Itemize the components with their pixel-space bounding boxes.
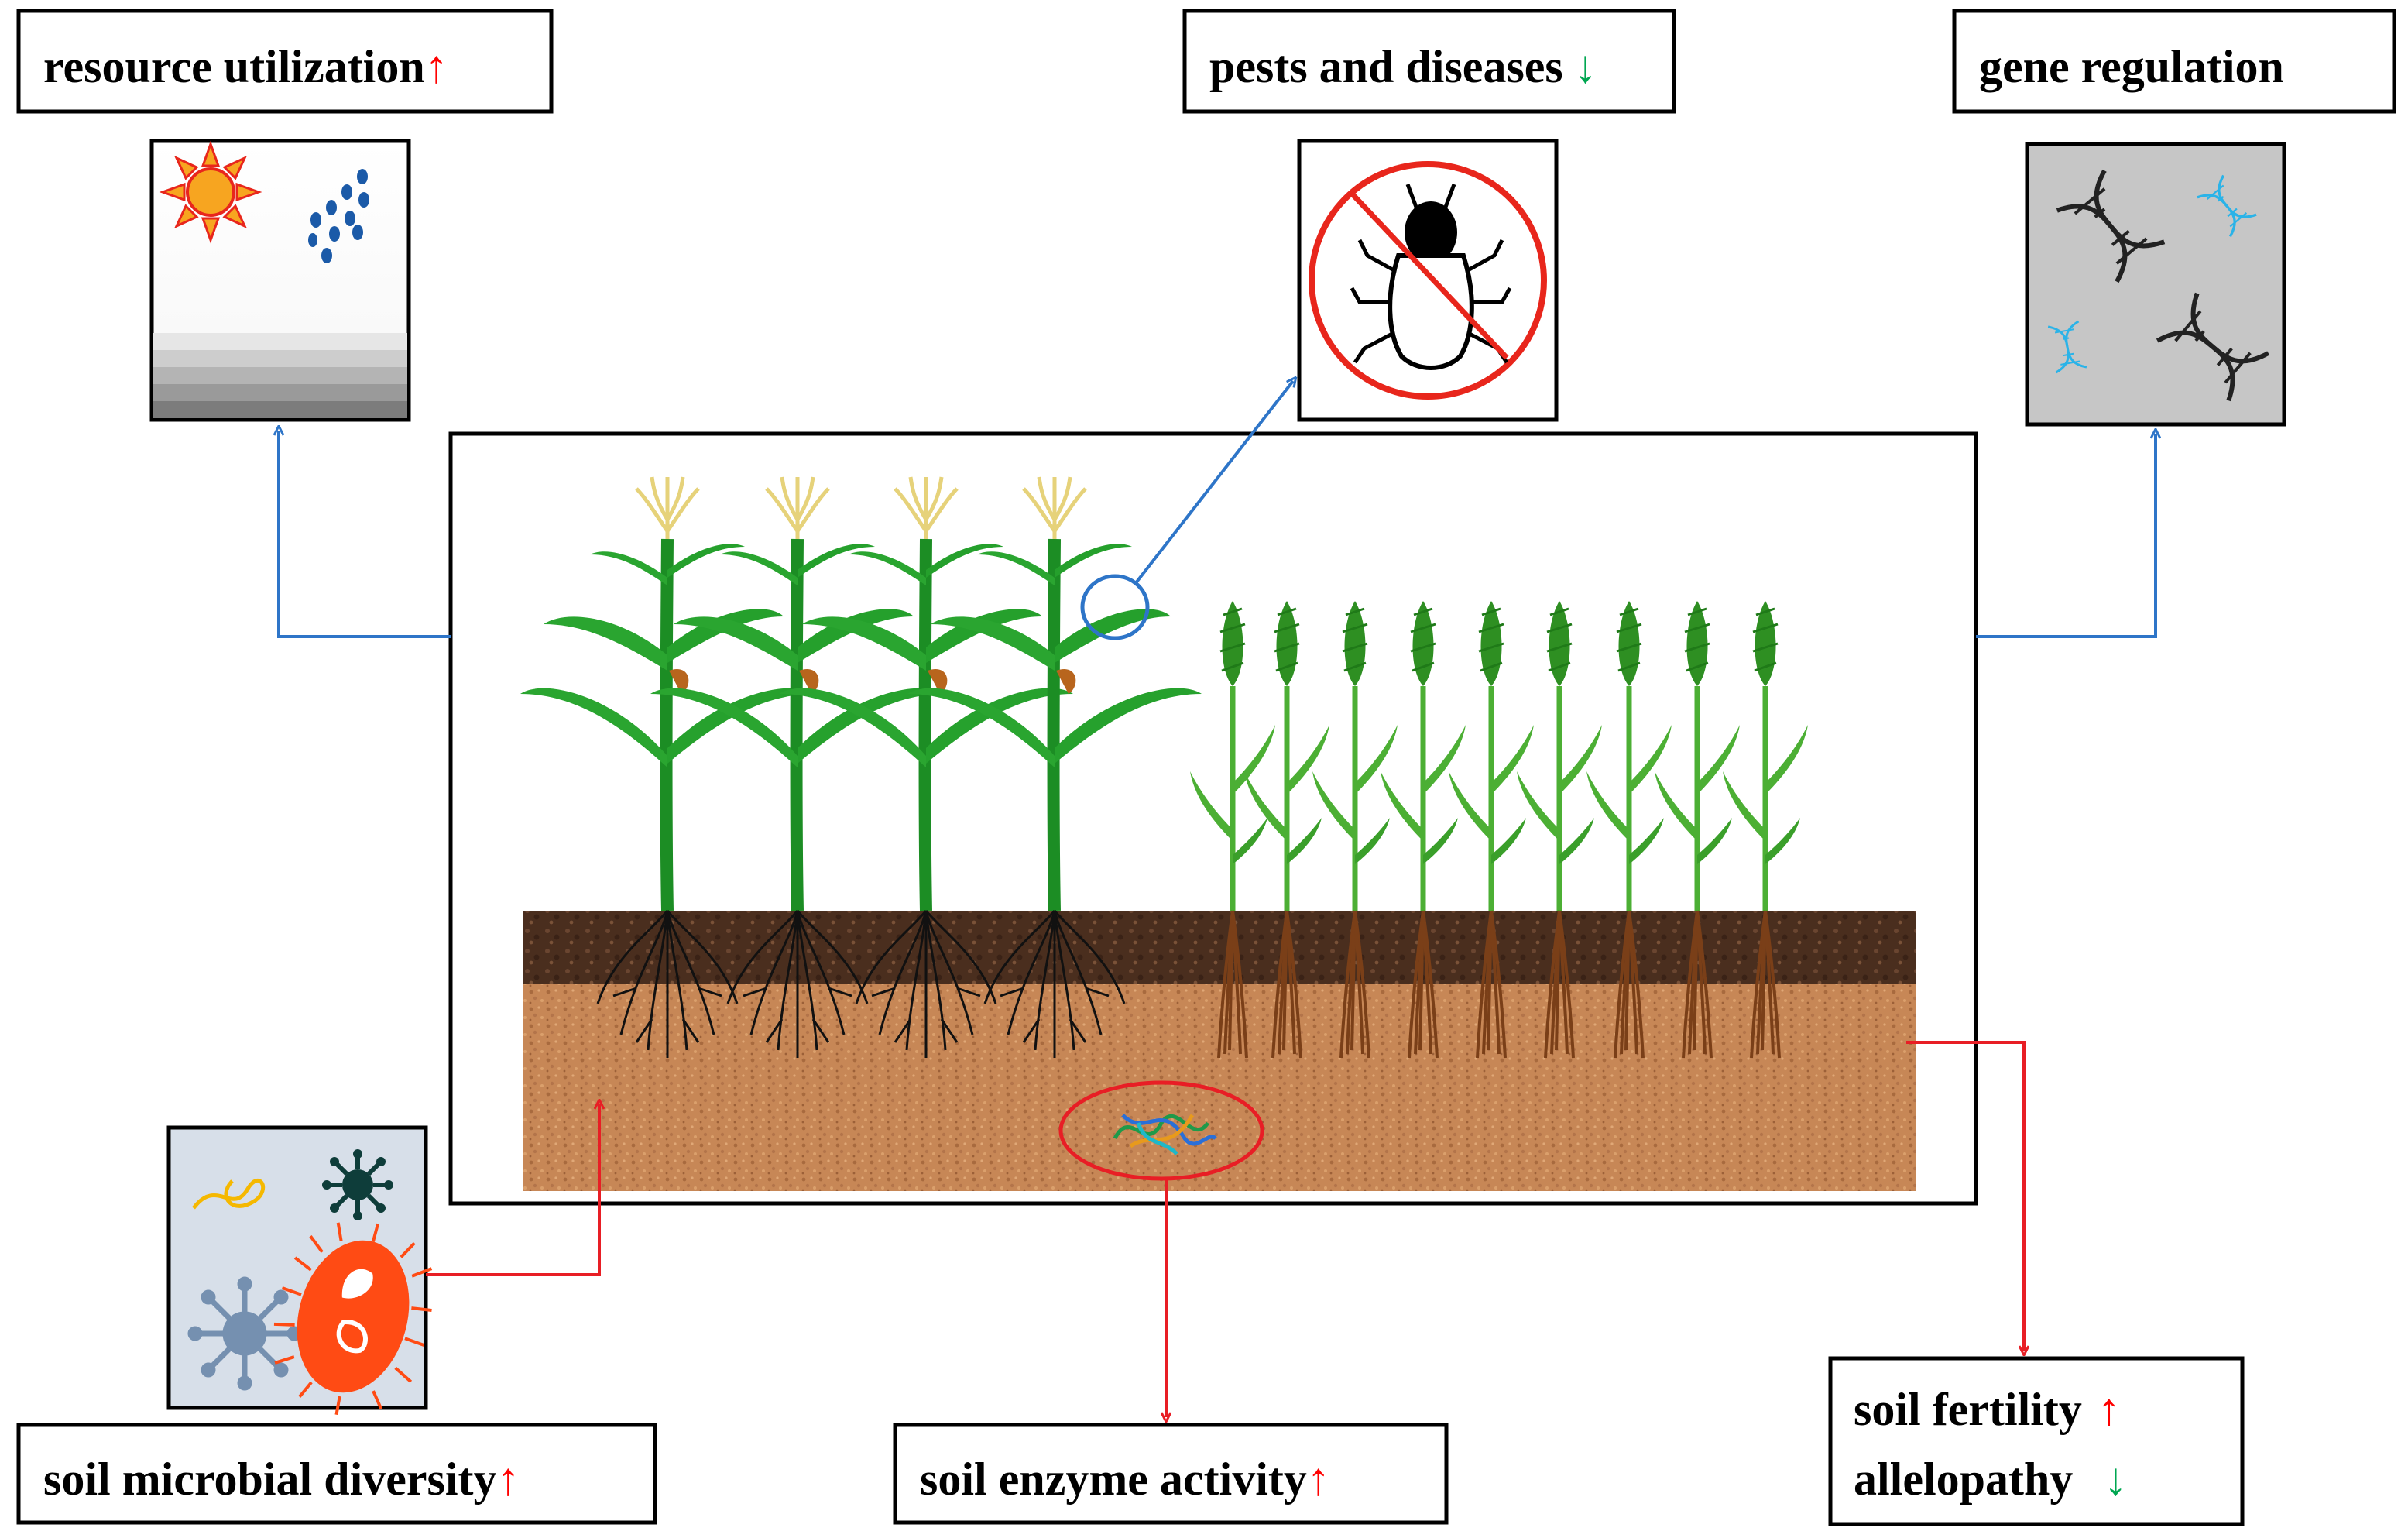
phage-icon [187,1276,302,1391]
bacterium-icon [273,1222,433,1416]
sun-icon [159,140,262,244]
pests-and-diseases-text: pests and diseases↓ [1209,41,1597,92]
soil-fertility-text: soil fertility↑ [1854,1384,2121,1435]
connector-microbial [426,1104,599,1276]
no-insect-icon [1309,161,1547,400]
pest-panel [1297,139,1559,422]
connectors [279,381,2156,1417]
label-soil-microbial-diversity: soil microbial diversity↑ [16,1423,657,1525]
trend-up-arrow: ↑ [497,1454,520,1505]
label-soil-fertility-allelopathy: soil fertility↑ allelopathy↓ [1828,1356,2245,1526]
label-soil-enzyme-activity: soil enzyme activity↑ [893,1423,1449,1525]
connector-fertility [1906,1041,2024,1351]
resource-panel [149,139,411,422]
label-resource-utilization: resource utilization↑ [16,9,554,114]
enzyme-highlight [1058,1080,1264,1181]
trend-down-arrow: ↓ [1574,41,1597,92]
connector-resource [279,431,451,638]
connector-pests [1134,381,1293,585]
soil-enzyme-activity-text: soil enzyme activity↑ [920,1454,1330,1505]
gene-panel [2025,142,2286,427]
intercropping-field [448,431,1978,1206]
virus-icon [322,1149,393,1220]
gene-regulation-text: gene regulation [1979,41,2284,92]
leaf-highlight-circle [1080,574,1150,640]
connector-gene [1976,434,2156,638]
soil-microbial-diversity-text: soil microbial diversity↑ [43,1454,520,1505]
protein-enzyme-icon [1113,1114,1217,1155]
label-pests-and-diseases: pests and diseases↓ [1182,9,1676,114]
microbe-panel [166,1125,433,1416]
trend-up-arrow: ↑ [1307,1454,1330,1505]
topsoil-layer [523,911,1916,984]
raindrops-icon [308,169,369,263]
resource-utilization-text: resource utilization↑ [43,41,448,92]
spirochete-icon [192,1178,265,1210]
label-gene-regulation: gene regulation [1952,9,2396,114]
trend-down-arrow: ↓ [2104,1454,2127,1505]
trend-up-arrow: ↑ [2098,1384,2121,1435]
allelopathy-text: allelopathy↓ [1854,1454,2127,1505]
trend-up-arrow: ↑ [425,41,448,92]
